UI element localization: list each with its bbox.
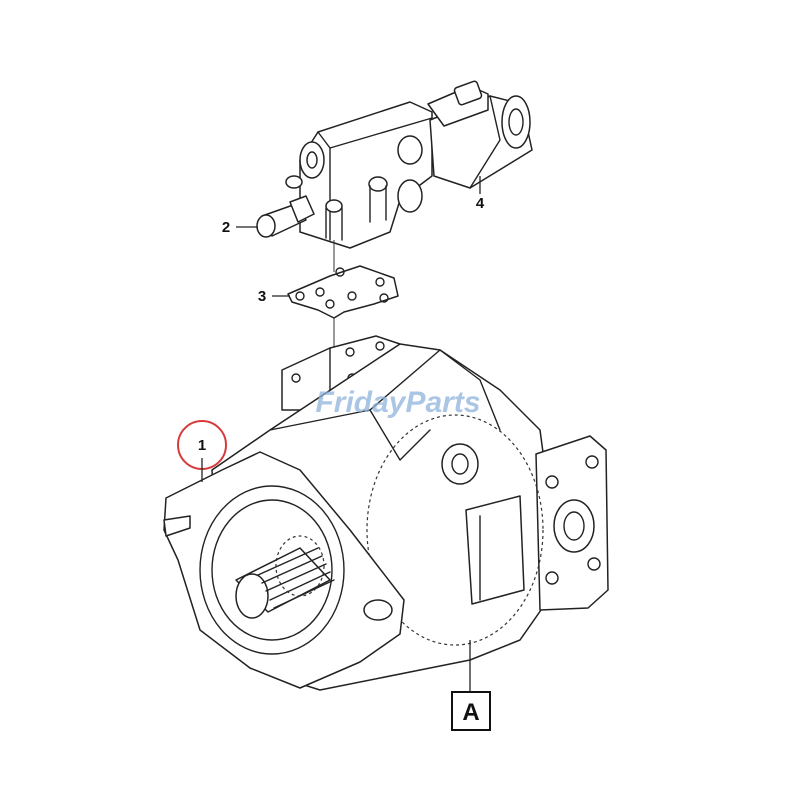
gasket-plate <box>287 265 399 319</box>
callout-label-4: 4 <box>476 195 485 212</box>
pump-body <box>163 335 609 691</box>
callout-label-2: 2 <box>222 219 230 236</box>
detail-label-text: A <box>462 699 479 726</box>
callout-part-1: 1 <box>177 420 227 482</box>
brand-watermark: FridayParts <box>315 386 480 419</box>
callout-part-4: 4 <box>476 176 485 212</box>
callout-label-1: 1 <box>198 437 206 454</box>
callout-part-2: 2 <box>222 219 258 236</box>
control-valve-assembly <box>256 80 533 249</box>
detail-label-box <box>451 691 491 731</box>
detail-label-a: A <box>451 640 491 731</box>
callout-label-3: 3 <box>258 288 266 305</box>
callout-part-3: 3 <box>258 288 290 305</box>
